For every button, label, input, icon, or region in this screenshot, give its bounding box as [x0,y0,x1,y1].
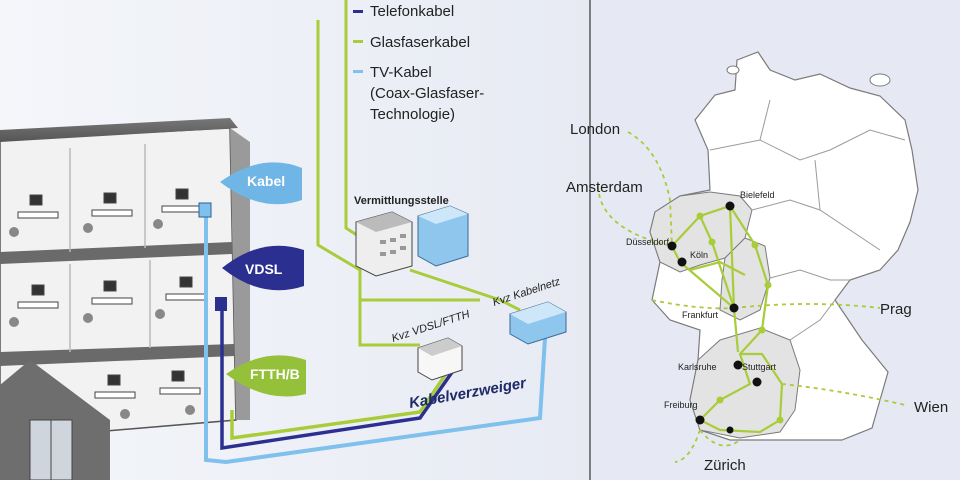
map-routes-international [597,131,906,463]
legend: Telefonkabel Glasfaserkabel TV-Kabel (Co… [353,3,484,123]
external-city-prag: Prag [880,301,912,318]
city-label-frankfurt: Frankfurt [682,310,719,320]
city-label-bielefeld: Bielefeld [740,190,775,200]
legend-label-glasfaser: Glasfaserkabel [370,34,470,51]
exchange-buildings [355,205,469,277]
legend-swatch-tv [353,70,363,73]
city-label-stuttgart: Stuttgart [742,362,777,372]
legend-swatch-telefon [353,10,363,13]
legend-label-tv-line2: (Coax-Glasfaser- [370,85,484,102]
legend-label-tv-line3: Technologie) [370,106,455,123]
city-label-freiburg: Freiburg [664,400,698,410]
drop-ftth-label: FTTH/B [250,366,300,382]
external-city-amsterdam: Amsterdam [566,179,643,196]
drop-ftth: FTTH/B [226,355,306,397]
external-city-zuerich: Zürich [704,457,746,474]
drop-kabel: Kabel [220,162,302,205]
drop-kabel-label: Kabel [247,173,285,189]
drop-vdsl: VDSL [222,245,304,291]
external-city-wien: Wien [914,399,948,416]
drop-vdsl-label: VDSL [245,261,283,277]
germany-map [649,51,919,441]
city-label-duesseldorf: Düsseldorf [626,237,670,247]
legend-swatch-glasfaser [353,40,363,43]
route-nodes [696,212,784,424]
city-dots [667,201,762,434]
external-city-london: London [570,121,620,138]
phone-connection-box [215,297,227,311]
kvz-kabel-cabinet [509,301,567,345]
exchange-label: Vermittlungsstelle [354,195,449,207]
highlight-bw [689,327,801,439]
city-label-karlsruhe: Karlsruhe [678,362,717,372]
tv-connection-box [198,202,212,218]
office-building [0,118,250,480]
city-label-koeln: Köln [690,250,708,260]
legend-label-telefon: Telefonkabel [370,3,454,20]
legend-label-tv: TV-Kabel [370,64,432,81]
kvz-vdsl-cabinet [417,337,463,381]
